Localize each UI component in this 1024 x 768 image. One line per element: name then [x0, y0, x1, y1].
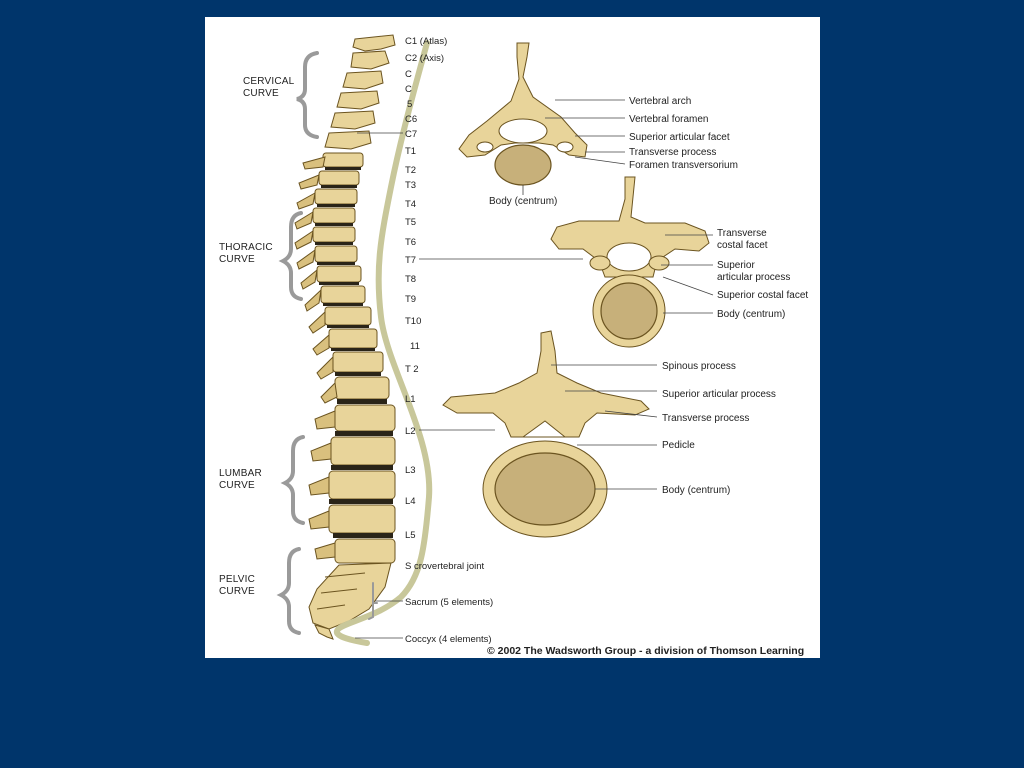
label-lumbosacral-joint: S crovertebral joint — [405, 561, 485, 572]
label-c1: C1 (Atlas) — [405, 36, 447, 47]
label-t5: T5 — [405, 217, 416, 228]
label-superior-articular-facet: Superior articular facet — [629, 132, 730, 143]
label-c6: C6 — [405, 114, 417, 125]
label-pedicle: Pedicle — [662, 440, 695, 451]
label-c4: C — [405, 84, 412, 95]
vertebra-labels: C1 (Atlas) C2 (Axis) C C 5 C6 C7 T1 T2 T… — [355, 36, 583, 645]
label-l3: L3 — [405, 465, 416, 476]
label-t1: T1 — [405, 146, 416, 157]
cervical-vertebra-illustration — [458, 42, 626, 195]
label-vertebral-arch: Vertebral arch — [629, 96, 691, 107]
label-c3: C — [405, 69, 412, 80]
sacrum-brace — [368, 582, 378, 620]
spinal-column — [294, 34, 396, 640]
label-t2: T2 — [405, 165, 416, 176]
label-t11: 11 — [410, 341, 420, 352]
label-t4: T4 — [405, 199, 416, 210]
label-spinous-process: Spinous process — [662, 361, 736, 372]
label-cervical-body: Body (centrum) — [489, 196, 557, 207]
lumbar-vertebra-illustration — [442, 330, 658, 538]
label-t3: T3 — [405, 180, 416, 191]
copyright-notice: © 2002 The Wadsworth Group - a division … — [487, 645, 804, 657]
label-t7: T7 — [405, 255, 416, 266]
label-vertebral-foramen: Vertebral foramen — [629, 114, 709, 125]
label-foramen-transversorium: Foramen transversorium — [629, 160, 738, 171]
pelvic-brace — [276, 547, 301, 635]
label-c5: 5 — [407, 99, 412, 110]
label-lumbar-body: Body (centrum) — [662, 485, 730, 496]
label-t6: T6 — [405, 237, 416, 248]
spinal-curve-line — [334, 40, 433, 646]
label-thoracic-body: Body (centrum) — [717, 309, 785, 320]
vertebral-bodies — [312, 152, 396, 564]
label-superior-costal-facet: Superior costal facet — [717, 290, 808, 301]
label-l5: L5 — [405, 530, 416, 541]
spinous-processes — [294, 156, 338, 560]
label-t12: T 2 — [405, 364, 419, 375]
label-l4: L4 — [405, 496, 416, 507]
lumbar-brace — [280, 435, 305, 525]
sacrum — [308, 562, 392, 630]
label-t8: T8 — [405, 274, 416, 285]
label-c2: C2 (Axis) — [405, 53, 444, 64]
label-lumbar-superior-articular-process: Superior articular process — [662, 389, 776, 400]
coccyx — [314, 624, 334, 640]
label-lumbar-transverse-process: Transverse process — [662, 413, 749, 424]
label-l2: L2 — [405, 426, 416, 437]
label-sacrum: Sacrum (5 elements) — [405, 597, 493, 608]
label-t10: T10 — [405, 316, 421, 327]
thoracic-vertebra-illustration — [550, 176, 714, 348]
thoracic-brace — [278, 211, 303, 301]
cervical-brace — [296, 51, 319, 139]
label-c7: C7 — [405, 129, 417, 140]
label-coccyx: Coccyx (4 elements) — [405, 634, 492, 645]
label-cervical-transverse-process: Transverse process — [629, 147, 716, 158]
label-l1: L1 — [405, 394, 416, 405]
label-t9: T9 — [405, 294, 416, 305]
